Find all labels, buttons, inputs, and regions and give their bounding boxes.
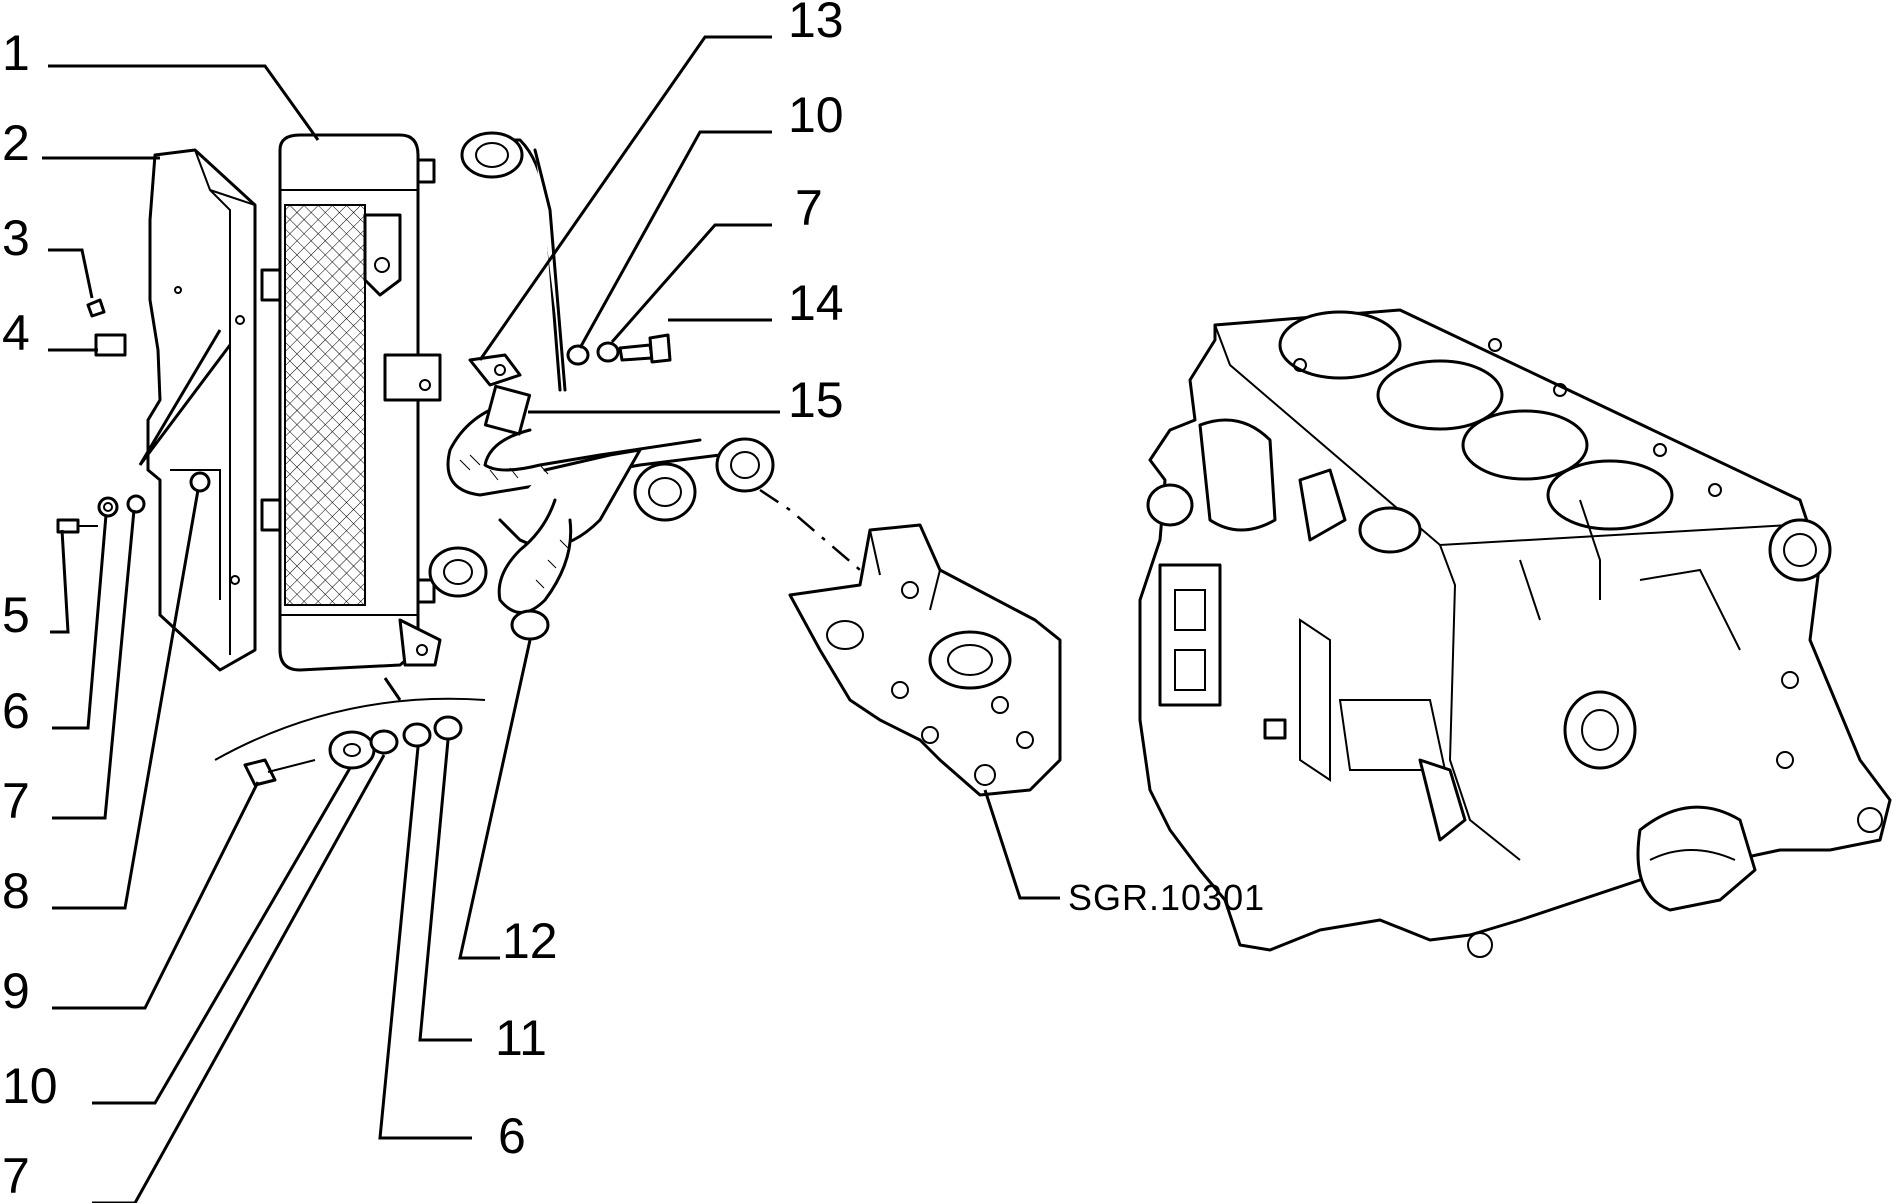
callout-10-right: 10 bbox=[788, 87, 844, 143]
fastener-group-bottom bbox=[214, 697, 486, 787]
reference-code: SGR.10301 bbox=[1068, 877, 1265, 918]
callout-2: 2 bbox=[2, 115, 30, 171]
leader-lines bbox=[42, 35, 1060, 1203]
oil-pipe-upper bbox=[460, 131, 567, 392]
callout-4: 4 bbox=[2, 305, 30, 361]
fastener-group-left bbox=[56, 298, 211, 534]
callout-6-left: 6 bbox=[2, 683, 30, 739]
callout-5: 5 bbox=[2, 587, 30, 643]
callout-11: 11 bbox=[495, 1010, 547, 1066]
oil-filter-adapter bbox=[759, 488, 1062, 797]
callout-13: 13 bbox=[788, 0, 844, 48]
callout-7-right: 7 bbox=[795, 180, 823, 236]
callout-15: 15 bbox=[788, 372, 844, 428]
fastener-group-right bbox=[566, 333, 672, 366]
callout-7-left: 7 bbox=[2, 773, 30, 829]
callout-10-left: 10 bbox=[2, 1058, 58, 1114]
cooler-bracket-shield bbox=[146, 148, 257, 672]
callout-6-bottom: 6 bbox=[498, 1108, 526, 1164]
callout-9: 9 bbox=[2, 963, 30, 1019]
callout-7-bottom: 7 bbox=[2, 1148, 30, 1203]
callout-8: 8 bbox=[2, 863, 30, 919]
callout-labels: 1 2 3 4 5 6 7 8 9 10 7 13 10 7 14 15 12 … bbox=[2, 0, 1265, 1203]
engine-block bbox=[1138, 308, 1892, 958]
callout-1: 1 bbox=[2, 25, 30, 81]
callout-3: 3 bbox=[2, 210, 30, 266]
oil-hose-assembly bbox=[428, 384, 775, 641]
callout-12: 12 bbox=[502, 913, 558, 969]
callout-14: 14 bbox=[788, 275, 844, 331]
oil-cooler bbox=[260, 133, 442, 672]
